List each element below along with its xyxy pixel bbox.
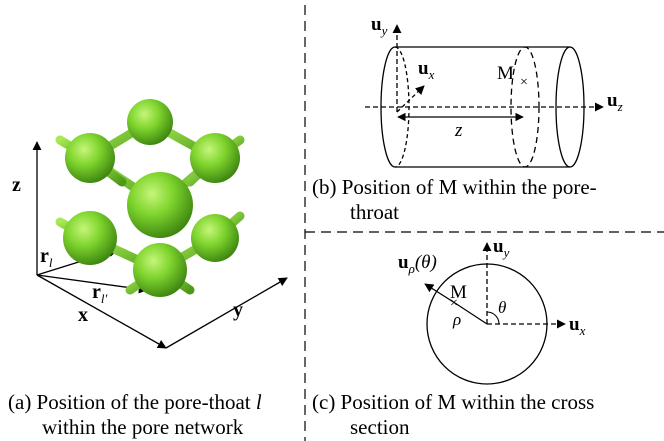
axis-y-label: y xyxy=(233,299,243,321)
axis-x-line xyxy=(36,274,167,349)
radius-rho-line xyxy=(454,302,488,325)
panel-b-pore-throat: × uy ux uz M z xyxy=(365,14,623,168)
pore-sphere xyxy=(133,243,187,297)
axis-ux-label: ux xyxy=(569,314,586,338)
axis-uy-label: uy xyxy=(493,236,510,260)
rho-label: ρ xyxy=(452,310,461,329)
vector-r-lprime-label: rl′ xyxy=(92,281,108,306)
theta-label: θ xyxy=(498,298,506,317)
pore-sphere xyxy=(63,211,117,265)
caption-a: (a) Position of the pore-thoat l within … xyxy=(8,390,303,440)
caption-c: (c) Position of M within the cross secti… xyxy=(312,390,652,440)
caption-b: (b) Position of M within the pore- throa… xyxy=(312,175,652,225)
length-z-label: z xyxy=(454,120,463,141)
axis-urho-line xyxy=(424,283,456,304)
cross-section-ellipse xyxy=(510,46,540,168)
point-m-label: M xyxy=(497,63,514,84)
caption-a-line2: within the pore network xyxy=(42,415,244,439)
pore-sphere xyxy=(190,133,240,183)
pore-sphere xyxy=(127,99,173,145)
point-m-marker: × xyxy=(450,296,458,311)
vector-r-l-label: rl xyxy=(40,245,53,270)
axis-x-label: x xyxy=(78,304,88,326)
axis-urho-label: uρ(θ) xyxy=(398,252,437,276)
panel-a-pore-network: z x y rl rl′ xyxy=(12,95,288,349)
point-m-label: M xyxy=(450,282,467,303)
pore-spheres xyxy=(63,99,240,297)
axis-y-line xyxy=(165,277,288,349)
caption-a-line1: (a) Position of the pore-thoat l xyxy=(8,390,262,414)
panel-c-cross-section: × uρ(θ) uy ux M ρ θ xyxy=(398,236,586,385)
pore-sphere xyxy=(127,172,193,238)
pore-sphere xyxy=(65,133,115,183)
caption-c-line1: (c) Position of M within the cross xyxy=(312,390,595,414)
caption-b-line2: throat xyxy=(350,200,399,224)
axis-ux-line xyxy=(396,85,425,113)
pore-sphere xyxy=(191,214,239,262)
axis-ux-label: ux xyxy=(418,58,435,82)
axis-z-label: z xyxy=(12,174,21,196)
axis-uy-label: uy xyxy=(371,14,388,38)
point-m-marker: × xyxy=(520,75,528,90)
angle-theta-arc xyxy=(486,311,500,325)
caption-b-line1: (b) Position of M within the pore- xyxy=(312,175,597,199)
axis-uz-label: uz xyxy=(607,90,623,114)
caption-c-line2: section xyxy=(350,415,410,439)
